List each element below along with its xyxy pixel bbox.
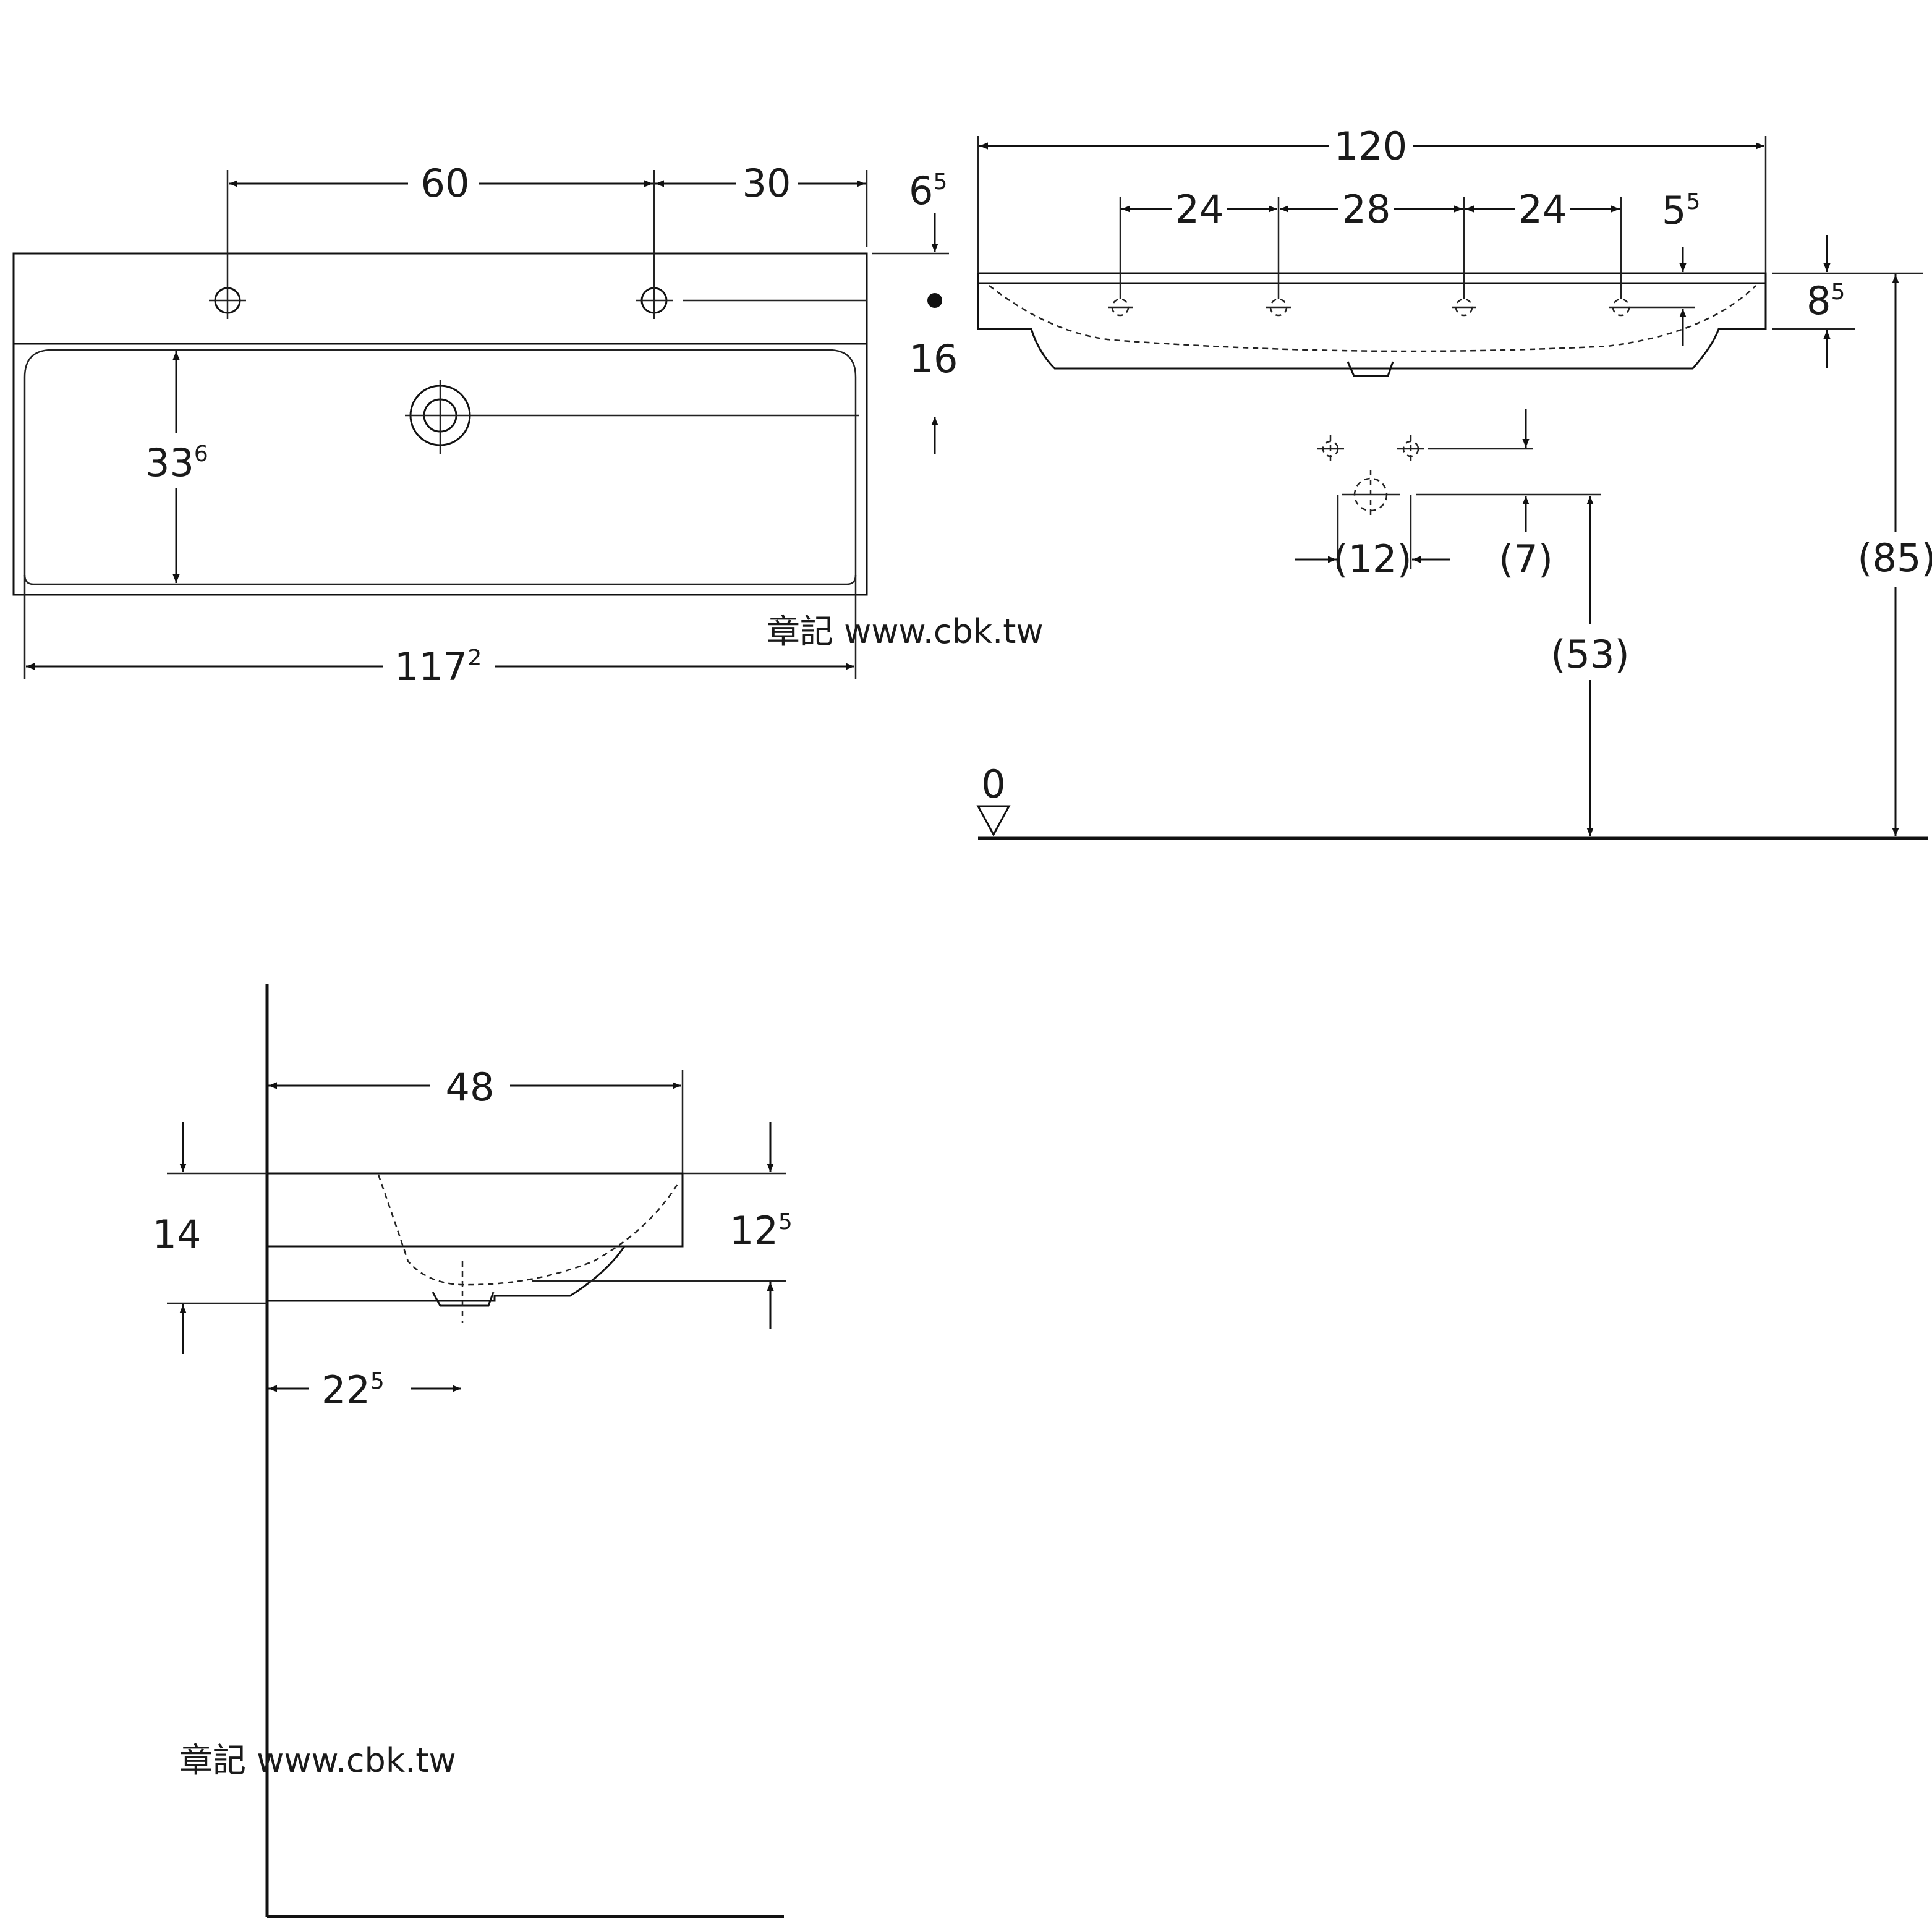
front-hole-marker-2 [1266,298,1291,317]
dim-28-label: 28 [1342,187,1391,232]
dim-8-5-label: 85 [1806,278,1845,323]
dim-14-label: 14 [153,1212,202,1257]
dim-117-2-label: 1172 [394,644,482,689]
dim-12-5-label: 125 [730,1208,793,1253]
detail-tap-marker-left [1317,435,1344,462]
dim-60-label: 60 [421,161,470,206]
side-view: 48 14 125 225 [153,984,793,1918]
bowl-inner-outline [23,349,857,585]
dim-120-label: 120 [1334,124,1407,169]
level-triangle-icon [976,805,1011,837]
side-bowl-hidden-line [377,1174,680,1286]
floor-level-label: 0 [981,762,1005,807]
front-hole-marker-1 [1108,298,1133,317]
front-basin-outline [977,272,1767,370]
drain-symbol [405,380,475,454]
tap-hole-left [209,282,246,319]
dim-85-label: (85) [1857,535,1932,581]
dim-22-5-label: 225 [321,1368,385,1413]
watermark-top: 章記 www.cbk.tw [767,612,1044,651]
dim-24-right-label: 24 [1518,187,1567,232]
dim-33-6-label: 336 [145,440,208,485]
watermark-bottom: 章記 www.cbk.tw [179,1741,456,1780]
tap-hole-right [636,282,673,319]
side-drain-fitting [432,1292,495,1307]
dim-12-label: (12) [1333,537,1411,582]
front-hole-marker-4 [1609,298,1695,317]
detail-tap-marker-right [1397,435,1424,462]
front-hole-marker-3 [1452,298,1476,317]
dim-5-5-label: 55 [1662,188,1700,233]
dim-24-left-label: 24 [1175,187,1224,232]
reference-dot [927,293,942,308]
front-bowl-hidden-line [989,285,1756,352]
dim-7-label: (7) [1499,537,1553,582]
dim-16-label: 16 [909,336,958,381]
front-view: 120 24 28 24 55 85 (1 [976,124,1932,840]
dim-6-5-label: 65 [909,168,947,213]
front-drain-fitting [1347,361,1394,377]
top-view: 60 30 65 16 336 1172 [12,161,958,689]
basin-outer-outline [12,252,868,596]
detail-drain-marker [1342,470,1400,519]
dim-30-label: 30 [743,161,791,206]
dim-53-label: (53) [1551,632,1629,677]
dim-48-label: 48 [446,1065,495,1110]
